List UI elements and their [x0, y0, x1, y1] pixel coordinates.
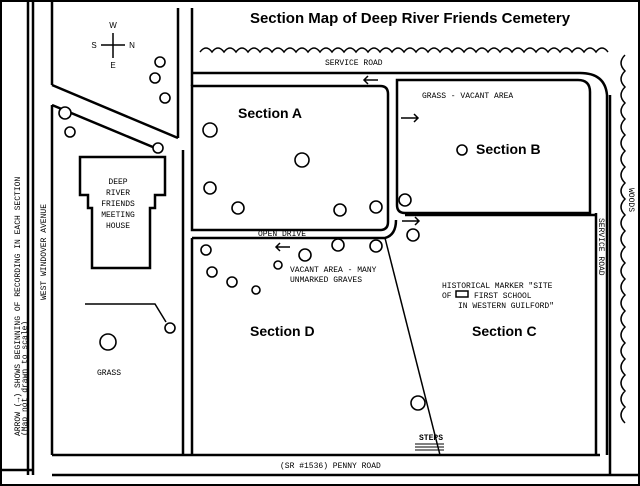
arrow-left-icon	[274, 242, 290, 252]
svg-text:W: W	[109, 21, 117, 30]
legend-arrow-text: ARROW (→) SHOWS BEGINNING OF RECORDING I…	[14, 177, 23, 436]
school-marker-icon	[455, 290, 469, 298]
section-c-label: Section C	[472, 323, 537, 339]
svg-text:MEETING: MEETING	[101, 211, 135, 220]
arrow-right-icon	[401, 113, 420, 123]
section-b-label: Section B	[476, 141, 541, 157]
historical-marker-label-2b: FIRST SCHOOL	[474, 292, 532, 301]
historical-marker-label-3: IN WESTERN GUILFORD"	[458, 302, 554, 311]
svg-text:N: N	[129, 41, 135, 50]
open-drive-label: OPEN DRIVE	[258, 230, 306, 239]
legend-scale-note: (Map not drawn to scale)	[21, 321, 30, 436]
arrow-right-icon	[402, 216, 421, 226]
historical-marker-label: HISTORICAL MARKER "SITE	[442, 282, 553, 291]
vacant-area-label: VACANT AREA - MANY	[290, 266, 377, 275]
grass-vacant-label: GRASS - VACANT AREA	[422, 92, 513, 101]
west-windover-label: WEST WINDOVER AVENUE	[40, 204, 49, 300]
svg-text:E: E	[110, 61, 115, 70]
meeting-house-building	[78, 155, 167, 270]
svg-text:DEEP: DEEP	[108, 178, 127, 187]
arrow-left-icon	[362, 75, 378, 85]
recording-arrows	[274, 75, 421, 252]
historical-marker-label-2a: OF	[442, 292, 452, 301]
compass-icon: W E S N	[91, 21, 135, 70]
service-road-top-label: SERVICE ROAD	[325, 59, 383, 68]
woods-label: WOODS	[626, 188, 635, 212]
tree-icons	[58, 56, 468, 411]
steps-icon	[415, 443, 444, 451]
steps-label: STEPS	[419, 434, 443, 443]
service-road-right-label: SERVICE ROAD	[596, 218, 605, 276]
section-a-label: Section A	[238, 105, 302, 121]
vacant-area-label-2: UNMARKED GRAVES	[290, 276, 362, 285]
section-d-label: Section D	[250, 323, 315, 339]
woods-treeline	[199, 47, 627, 424]
map-title: Section Map of Deep River Friends Cemete…	[250, 10, 571, 27]
svg-text:FRIENDS: FRIENDS	[101, 200, 135, 209]
svg-text:HOUSE: HOUSE	[106, 222, 130, 231]
svg-text:S: S	[91, 41, 96, 50]
svg-text:RIVER: RIVER	[106, 189, 130, 198]
penny-road-label: (SR #1536) PENNY ROAD	[280, 462, 381, 471]
grass-label: GRASS	[97, 369, 121, 378]
meeting-house-label: DEEP RIVER FRIENDS MEETING HOUSE	[101, 178, 135, 231]
